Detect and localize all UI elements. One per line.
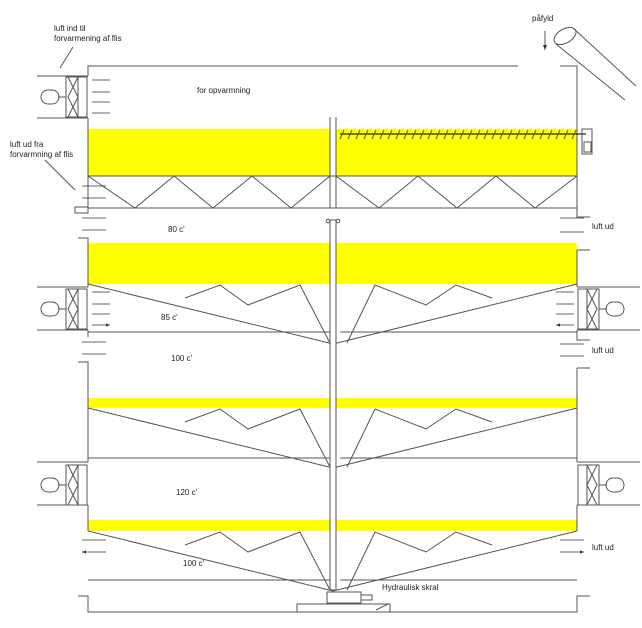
chip-bed-preheat-right — [336, 129, 577, 176]
central-shaft[interactable] — [325, 218, 341, 591]
label-temp-85: 85 c' — [161, 313, 178, 322]
hydraulic-ratchet — [326, 591, 389, 611]
fan-top-left — [40, 76, 88, 118]
label-hydraulic-ratchet: Hydraulisk skral — [382, 583, 439, 592]
label-air-in-2: forvarmening af flis — [54, 34, 122, 43]
fan-left-2 — [40, 288, 88, 330]
fan-right-3 — [577, 464, 625, 506]
label-air-out-right-2: luft ud — [592, 346, 614, 355]
label-preheating: for opvarmning — [197, 86, 250, 95]
scraper-bar — [339, 128, 593, 155]
label-air-in-1: luft ind til — [54, 24, 86, 33]
chip-bed-preheat-left — [88, 129, 330, 176]
label-air-out-right-3: luft ud — [592, 543, 614, 552]
label-temp-120: 120 c' — [176, 488, 198, 497]
label-air-out-right-1: luft ud — [592, 222, 614, 231]
air-arrows — [82, 79, 584, 552]
fan-left-3 — [40, 464, 88, 506]
label-temp-100-a: 100 c' — [171, 354, 193, 363]
label-air-out-2: forvarmning af flis — [10, 150, 73, 159]
feeder-conveyor — [543, 26, 637, 101]
label-temp-80: 80 c' — [168, 225, 185, 234]
label-temp-100-b: 100 c' — [183, 559, 205, 568]
label-air-out-1: luft ud fra — [10, 140, 44, 149]
fan-right-2 — [577, 288, 625, 330]
leader-lines — [44, 46, 76, 191]
base-plate — [296, 603, 391, 613]
label-fill: påfyld — [532, 14, 553, 23]
